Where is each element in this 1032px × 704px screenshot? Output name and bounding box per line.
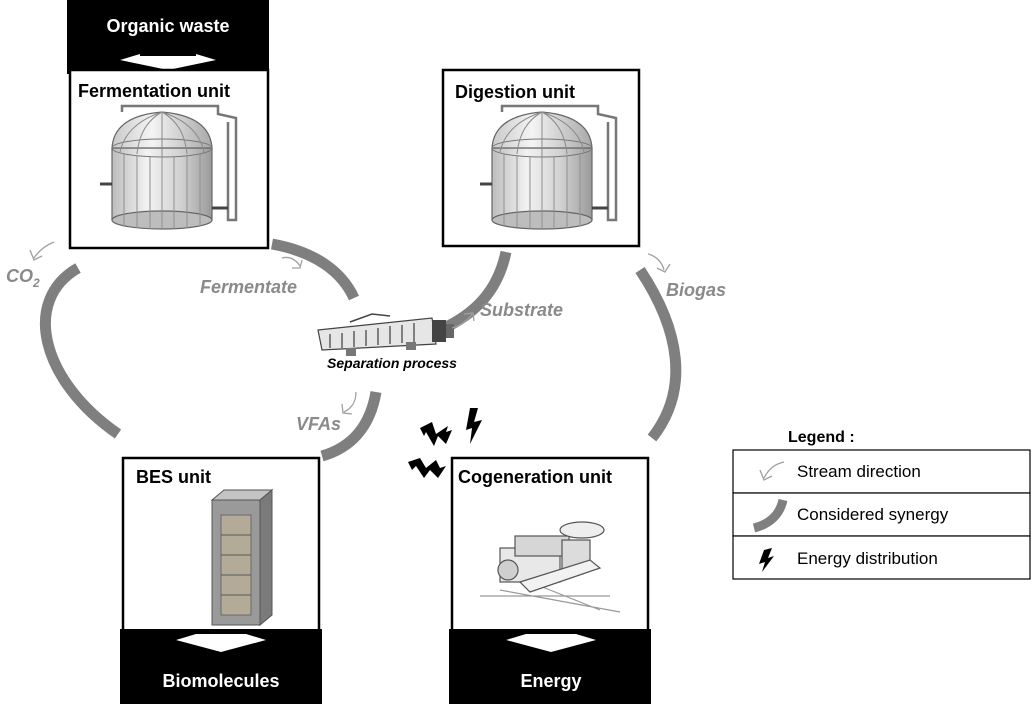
lightning-bolt-icon [420,422,452,446]
lightning-bolt-icon [759,548,774,572]
legend-label-stream-direction: Stream direction [797,462,921,481]
separation-process-label: Separation process [327,355,457,371]
co2-stream: CO2 [6,241,55,290]
cogeneration-unit: Cogeneration unit Energy [449,456,651,704]
lightning-bolt-icon [408,458,446,478]
synergy-band-icon [752,498,788,533]
legend-item-stream-direction [732,449,1031,494]
stream-direction-arrow-icon [759,461,785,481]
lightning-bolt-icon [466,408,482,444]
digestion-unit-title: Digestion unit [455,82,575,102]
screw-press-icon [317,313,454,356]
legend-item-energy-distribution [732,535,1031,580]
energy-bolts [408,408,482,478]
biomolecules-label: Biomolecules [162,671,279,691]
input-arrow-icon [120,54,216,70]
biogas-label: Biogas [666,280,726,300]
energy-label: Energy [520,671,581,691]
legend-label-energy-distribution: Energy distribution [797,549,938,568]
output-arrow-icon [506,634,596,652]
synergy-band-co2 [39,263,122,439]
biogas-stream: Biogas [647,253,726,300]
fermentate-stream: Fermentate [200,256,303,297]
bioreactor-icon [210,488,274,627]
co2-label: CO2 [6,266,40,290]
stream-direction-arrow-icon [451,312,475,329]
legend: Legend : Stream direction Considered syn… [732,429,1031,580]
cogeneration-unit-title: Cogeneration unit [458,467,612,487]
substrate-label: Substrate [480,300,563,320]
fermentation-unit-title: Fermentation unit [78,81,230,101]
separation-process: Separation process [317,313,457,371]
vfas-label: VFAs [296,414,341,434]
bes-unit: BES unit Biomolecules [120,456,322,704]
synergy-band-biogas [635,266,682,442]
digestion-unit: Digestion unit [441,68,641,248]
vfas-stream: VFAs [296,391,357,434]
substrate-stream: Substrate [451,300,563,329]
output-arrow-icon [176,634,266,652]
stream-direction-arrow-icon [281,256,303,269]
organic-waste-label: Organic waste [106,16,229,36]
stream-direction-arrow-icon [29,241,55,261]
stream-direction-arrow-icon [341,391,357,415]
fermentation-unit: Organic waste Fermentation unit [67,0,270,250]
bes-unit-title: BES unit [136,467,211,487]
fermentate-label: Fermentate [200,277,297,297]
engine-icon [480,521,621,613]
stream-direction-arrow-icon [647,253,671,273]
legend-label-considered-synergy: Considered synergy [797,505,949,524]
synergy-band-fermentate [270,238,359,301]
legend-title: Legend : [788,429,855,446]
synergy-band-vfas [320,390,382,462]
